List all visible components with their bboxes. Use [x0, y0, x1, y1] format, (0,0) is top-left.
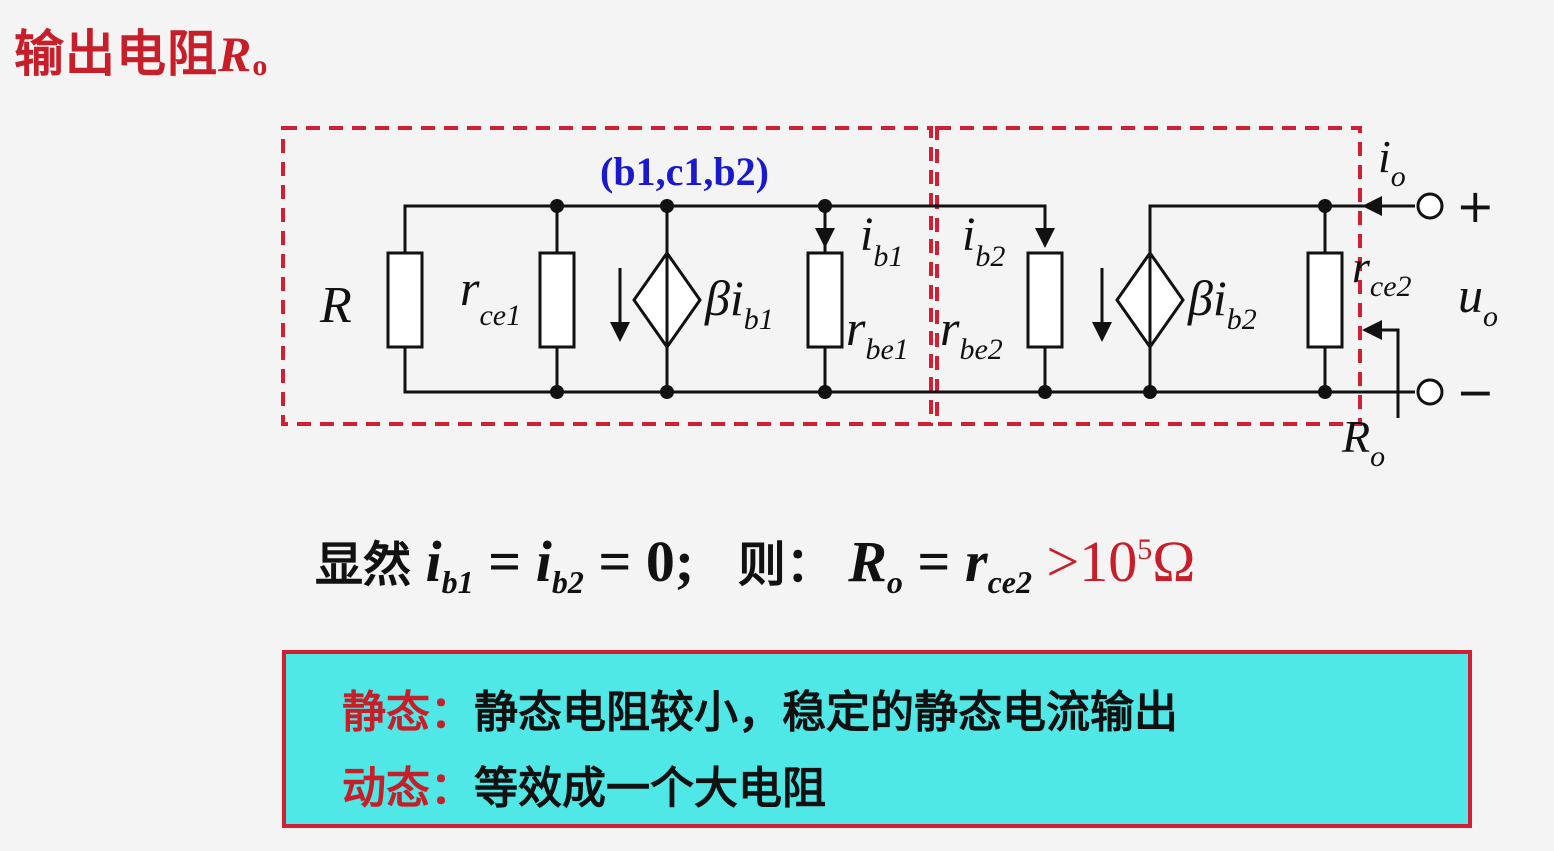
current-source-2	[1115, 250, 1185, 350]
label-rce2: rce2	[1352, 241, 1412, 303]
label-ib1: ib1	[860, 208, 903, 273]
current-source-1	[632, 250, 702, 350]
note-text-dynamic: 等效成一个大电阻	[474, 763, 826, 814]
label-plus: +	[1456, 179, 1495, 233]
label-R: R	[319, 277, 352, 334]
dashed-box-right	[935, 126, 1362, 426]
eq-inequality: >105Ω	[1046, 529, 1196, 594]
eq-ib1: ib1	[425, 529, 474, 600]
label-beta-ib2: βib2	[1187, 270, 1257, 336]
label-ib2: ib2	[962, 208, 1005, 273]
arrow-ib1-icon	[815, 228, 835, 248]
node-label: (b1,c1,b2)	[600, 149, 769, 194]
arrow-down-icon-1	[610, 268, 630, 342]
title-symbol: R	[218, 26, 253, 82]
arrow-io-icon	[1362, 196, 1382, 216]
terminal-plus	[1416, 192, 1444, 220]
eq-equals-2: =	[598, 529, 632, 594]
label-io: io	[1378, 131, 1406, 193]
terminal-minus	[1416, 378, 1444, 406]
circuit-diagram: (b1,c1,b2) R rce1 βib1 ib1 rbe1 ib2 rbe2…	[281, 126, 1498, 473]
eq-then: 则：	[737, 537, 834, 593]
eq-Ro: Ro	[848, 529, 903, 600]
note-key-dynamic: 动态：	[342, 763, 474, 814]
title-text: 输出电阻	[14, 25, 218, 83]
label-rce1: rce1	[460, 260, 521, 332]
eq-equals-3: =	[917, 529, 951, 594]
resistor-rce1	[538, 251, 576, 349]
label-uo: uo	[1458, 267, 1498, 333]
dashed-box-left	[281, 126, 933, 426]
equation: 显然 ib1 = ib2 = 0; 则： Ro = rce2 >105Ω	[315, 525, 1195, 601]
note-line-static: 静态：静态电阻较小，稳定的静态电流输出	[342, 676, 1178, 740]
junction-dots	[550, 199, 1332, 399]
label-minus: −	[1456, 365, 1495, 419]
eq-prefix: 显然	[315, 537, 412, 593]
label-Ro: Ro	[1341, 411, 1385, 473]
label-rbe1: rbe1	[846, 300, 909, 366]
slide-title: 输出电阻Ro	[14, 14, 268, 86]
resistor-rce2	[1306, 251, 1344, 349]
title-subscript: o	[252, 49, 269, 82]
arrow-ib2-icon	[1035, 228, 1055, 248]
arrow-Ro-icon	[1362, 320, 1400, 418]
resistor-rbe1	[806, 251, 844, 349]
eq-rce2: rce2	[964, 529, 1032, 600]
label-rbe2: rbe2	[940, 300, 1003, 366]
eq-equals-1: =	[488, 529, 522, 594]
note-line-dynamic: 动态：等效成一个大电阻	[342, 752, 826, 816]
resistor-rbe2	[1026, 251, 1064, 349]
resistor-R	[386, 251, 424, 349]
note-key-static: 静态：	[342, 687, 474, 738]
note-text-static: 静态电阻较小，稳定的静态电流输出	[474, 687, 1178, 738]
eq-ib2: ib2	[535, 529, 584, 600]
arrow-down-icon-2	[1092, 268, 1112, 342]
eq-zero: 0;	[645, 529, 695, 594]
label-beta-ib1: βib1	[704, 270, 774, 336]
summary-box: 静态：静态电阻较小，稳定的静态电流输出 动态：等效成一个大电阻	[282, 650, 1472, 828]
